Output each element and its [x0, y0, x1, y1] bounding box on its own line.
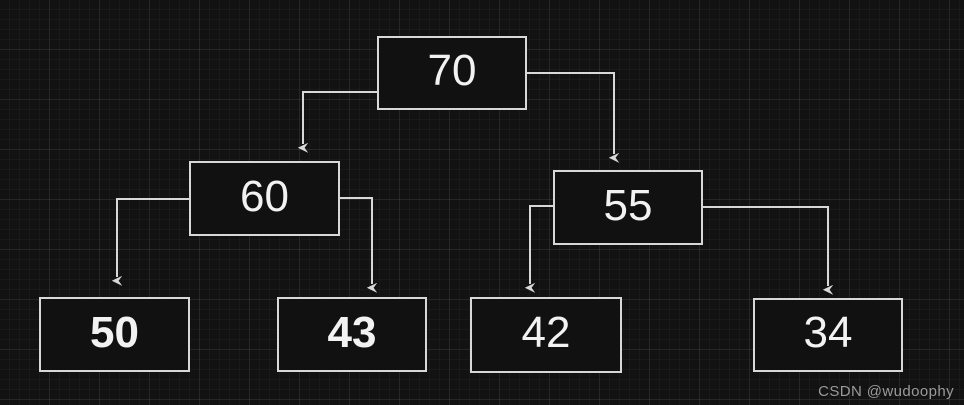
- tree-node-label: 55: [603, 180, 653, 230]
- edge-n70-to-n60: [297, 91, 377, 153]
- watermark: CSDN @wudoophy: [818, 383, 954, 400]
- tree-node-70[interactable]: 70: [377, 36, 527, 110]
- tree-node-55[interactable]: 55: [553, 170, 703, 245]
- tree-node-60[interactable]: 60: [189, 161, 340, 236]
- tree-node-label: 43: [327, 307, 377, 357]
- tree-node-label: 60: [240, 171, 289, 221]
- tree-node-34[interactable]: 34: [753, 298, 903, 372]
- tree-node-label: 50: [90, 307, 139, 357]
- tree-node-label: 70: [427, 46, 477, 95]
- edge-n55-to-n42: [524, 205, 553, 293]
- tree-node-label: 34: [803, 308, 853, 357]
- edge-n70-to-n55: [527, 72, 620, 163]
- edge-n60-to-n50: [111, 198, 189, 286]
- tree-node-50[interactable]: 50: [39, 297, 190, 372]
- edge-n55-to-n34: [703, 206, 834, 295]
- tree-node-43[interactable]: 43: [277, 297, 427, 372]
- edge-n60-to-n43: [340, 197, 378, 293]
- tree-node-label: 42: [521, 308, 571, 357]
- tree-node-42[interactable]: 42: [470, 297, 622, 373]
